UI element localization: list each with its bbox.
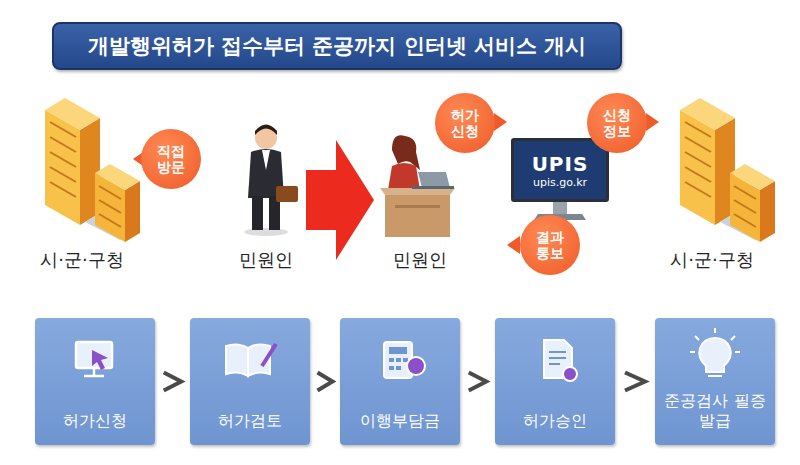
chevron [625,373,645,391]
chevron-arrow [164,373,182,391]
node-text: 허가 신청 [443,107,487,139]
node-text: 허가검토 [218,411,282,431]
chevron [469,373,487,391]
person-at-desk [380,135,455,237]
step-box: 허가검토 [190,318,310,445]
monitor-screen: UPISupis.go.kr [511,138,609,202]
step-box: 이행부담금 [340,318,460,445]
step-box: 허가신청 [35,318,155,445]
place-label: 민원인 [393,248,447,272]
person-standing [244,125,298,237]
title-banner: 개발행위허가 접수부터 준공까지 인터넷 서비스 개시 [52,22,622,70]
building-left [45,98,140,242]
speech-bubble: 허가 신청 [435,93,495,153]
speech-bubble: 결과 통보 [520,215,580,275]
node-text: 허가신청 [63,411,127,431]
speech-bubble: 직접 방문 [141,129,201,189]
logo-text: UPIS [532,152,589,176]
place-label: 시·군·구청 [40,248,123,272]
chevron-arrow [625,373,645,391]
chevron-arrow [469,373,487,391]
node-text: 준공검사 필증발급 [661,391,769,431]
title-text: 개발행위허가 접수부터 준공까지 인터넷 서비스 개시 [88,32,587,60]
speech-bubble: 신청 정보 [587,93,647,153]
step-box: 허가승인 [495,318,615,445]
building-right [680,98,775,242]
node-text: 직접 방문 [149,143,193,175]
node-text: 허가승인 [523,411,587,431]
node-text: 결과 통보 [528,229,572,261]
chevron [318,373,333,391]
step-box: 준공검사 필증발급 [655,318,775,445]
node-text: 신청 정보 [595,107,639,139]
chevron [164,373,182,391]
url-text: upis.go.kr [533,176,587,189]
flow-arrow [306,140,374,260]
place-label: 시·군·구청 [670,248,753,272]
place-label: 민원인 [239,248,293,272]
chevron-arrow [318,373,333,391]
node-text: 이행부담금 [360,411,440,431]
